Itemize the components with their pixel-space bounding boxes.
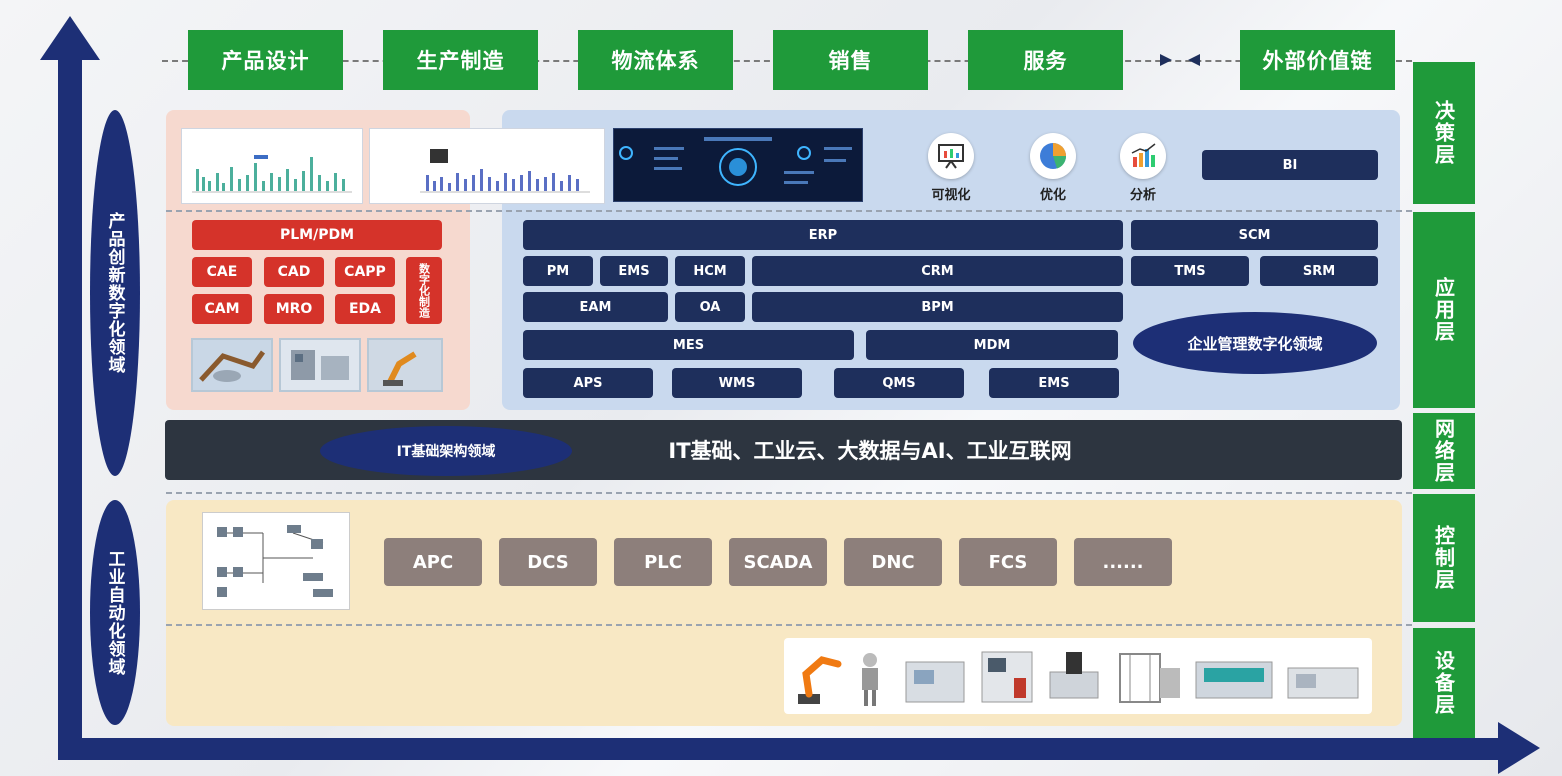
machine-4-icon: [1119, 653, 1180, 703]
bar-chart-icon: [1120, 133, 1166, 179]
tms-box: TMS: [1131, 256, 1249, 286]
cae-box: CAE: [192, 257, 252, 287]
mro-box: MRO: [264, 294, 324, 324]
more-box: ......: [1074, 538, 1172, 586]
ems2-box: EMS: [989, 368, 1119, 398]
control-divider: [166, 624, 1412, 626]
humanoid-robot-icon: [862, 653, 878, 706]
ems-box: EMS: [600, 256, 668, 286]
capp-box: CAPP: [335, 257, 395, 287]
y-axis-arrow: [40, 16, 100, 750]
layer-device: 设备层: [1413, 628, 1475, 738]
layer-decision: 决策层: [1413, 62, 1475, 204]
pie-chart-icon: [1030, 133, 1076, 179]
decision-divider: [166, 210, 1412, 212]
domain-industrial-automation: 工业自动化领域: [90, 500, 140, 725]
chain-logistics: 物流体系: [578, 30, 733, 90]
mes-box: MES: [523, 330, 854, 360]
visualization-icon: [928, 133, 974, 179]
bpm-box: BPM: [752, 292, 1123, 322]
aps-box: APS: [523, 368, 653, 398]
dashboard-thumbnail-1: [181, 128, 363, 204]
chain-service: 服务: [968, 30, 1123, 90]
crm-box: CRM: [752, 256, 1123, 286]
mdm-box: MDM: [866, 330, 1118, 360]
dcs-box: DCS: [499, 538, 597, 586]
robot-arm-icon: [798, 656, 842, 704]
enterprise-management-oval: 企业管理数字化领域: [1133, 312, 1377, 374]
machine-6-icon: [1287, 667, 1359, 699]
scada-box: SCADA: [729, 538, 827, 586]
qms-box: QMS: [834, 368, 964, 398]
analysis-label: 分析: [1129, 188, 1156, 203]
machine-5-icon: [1195, 661, 1273, 699]
scm-box: SCM: [1131, 220, 1378, 250]
layer-application: 应用层: [1413, 212, 1475, 408]
cad-box: CAD: [264, 257, 324, 287]
equipment-image-strip: [784, 638, 1372, 714]
oa-box: OA: [675, 292, 745, 322]
dashboard-thumbnail-2: [369, 128, 605, 204]
network-bar-text: IT基础、工业云、大数据与AI、工业互联网: [668, 439, 1072, 463]
cad-image-1: [191, 338, 273, 392]
visualization-label: 可视化: [931, 188, 971, 203]
machine-2-icon: [981, 651, 1033, 703]
domain-product-innovation: 产品创新数字化领域: [90, 110, 140, 476]
plm-pdm-box: PLM/PDM: [192, 220, 442, 250]
digital-manufacturing-box: 数字化制造: [406, 257, 442, 324]
cam-box: CAM: [192, 294, 252, 324]
machine-3-icon: [1049, 652, 1099, 699]
srm-box: SRM: [1260, 256, 1378, 286]
chain-product-design: 产品设计: [188, 30, 343, 90]
apc-box: APC: [384, 538, 482, 586]
chain-external: 外部价值链: [1240, 30, 1395, 90]
x-axis-arrow: [58, 722, 1540, 774]
bi-box: BI: [1202, 150, 1378, 180]
eam-box: EAM: [523, 292, 668, 322]
layer-control: 控制层: [1413, 494, 1475, 622]
erp-box: ERP: [523, 220, 1123, 250]
it-infrastructure-oval: IT基础架构领域: [320, 426, 572, 476]
optimize-label: 优化: [1039, 188, 1066, 203]
chain-sales: 销售: [773, 30, 928, 90]
chain-production: 生产制造: [383, 30, 538, 90]
pm-box: PM: [523, 256, 593, 286]
arrowheads: [1160, 54, 1200, 66]
plc-box: PLC: [614, 538, 712, 586]
network-divider: [166, 492, 1412, 494]
cad-image-2: [279, 338, 361, 392]
hcm-box: HCM: [675, 256, 745, 286]
cad-image-3: [367, 338, 443, 392]
machine-1-icon: [905, 661, 965, 703]
network-topology-image: [202, 512, 350, 610]
dashboard-thumbnail-3: [613, 128, 863, 202]
wms-box: WMS: [672, 368, 802, 398]
eda-box: EDA: [335, 294, 395, 324]
layer-network: 网络层: [1413, 413, 1475, 489]
fcs-box: FCS: [959, 538, 1057, 586]
dnc-box: DNC: [844, 538, 942, 586]
